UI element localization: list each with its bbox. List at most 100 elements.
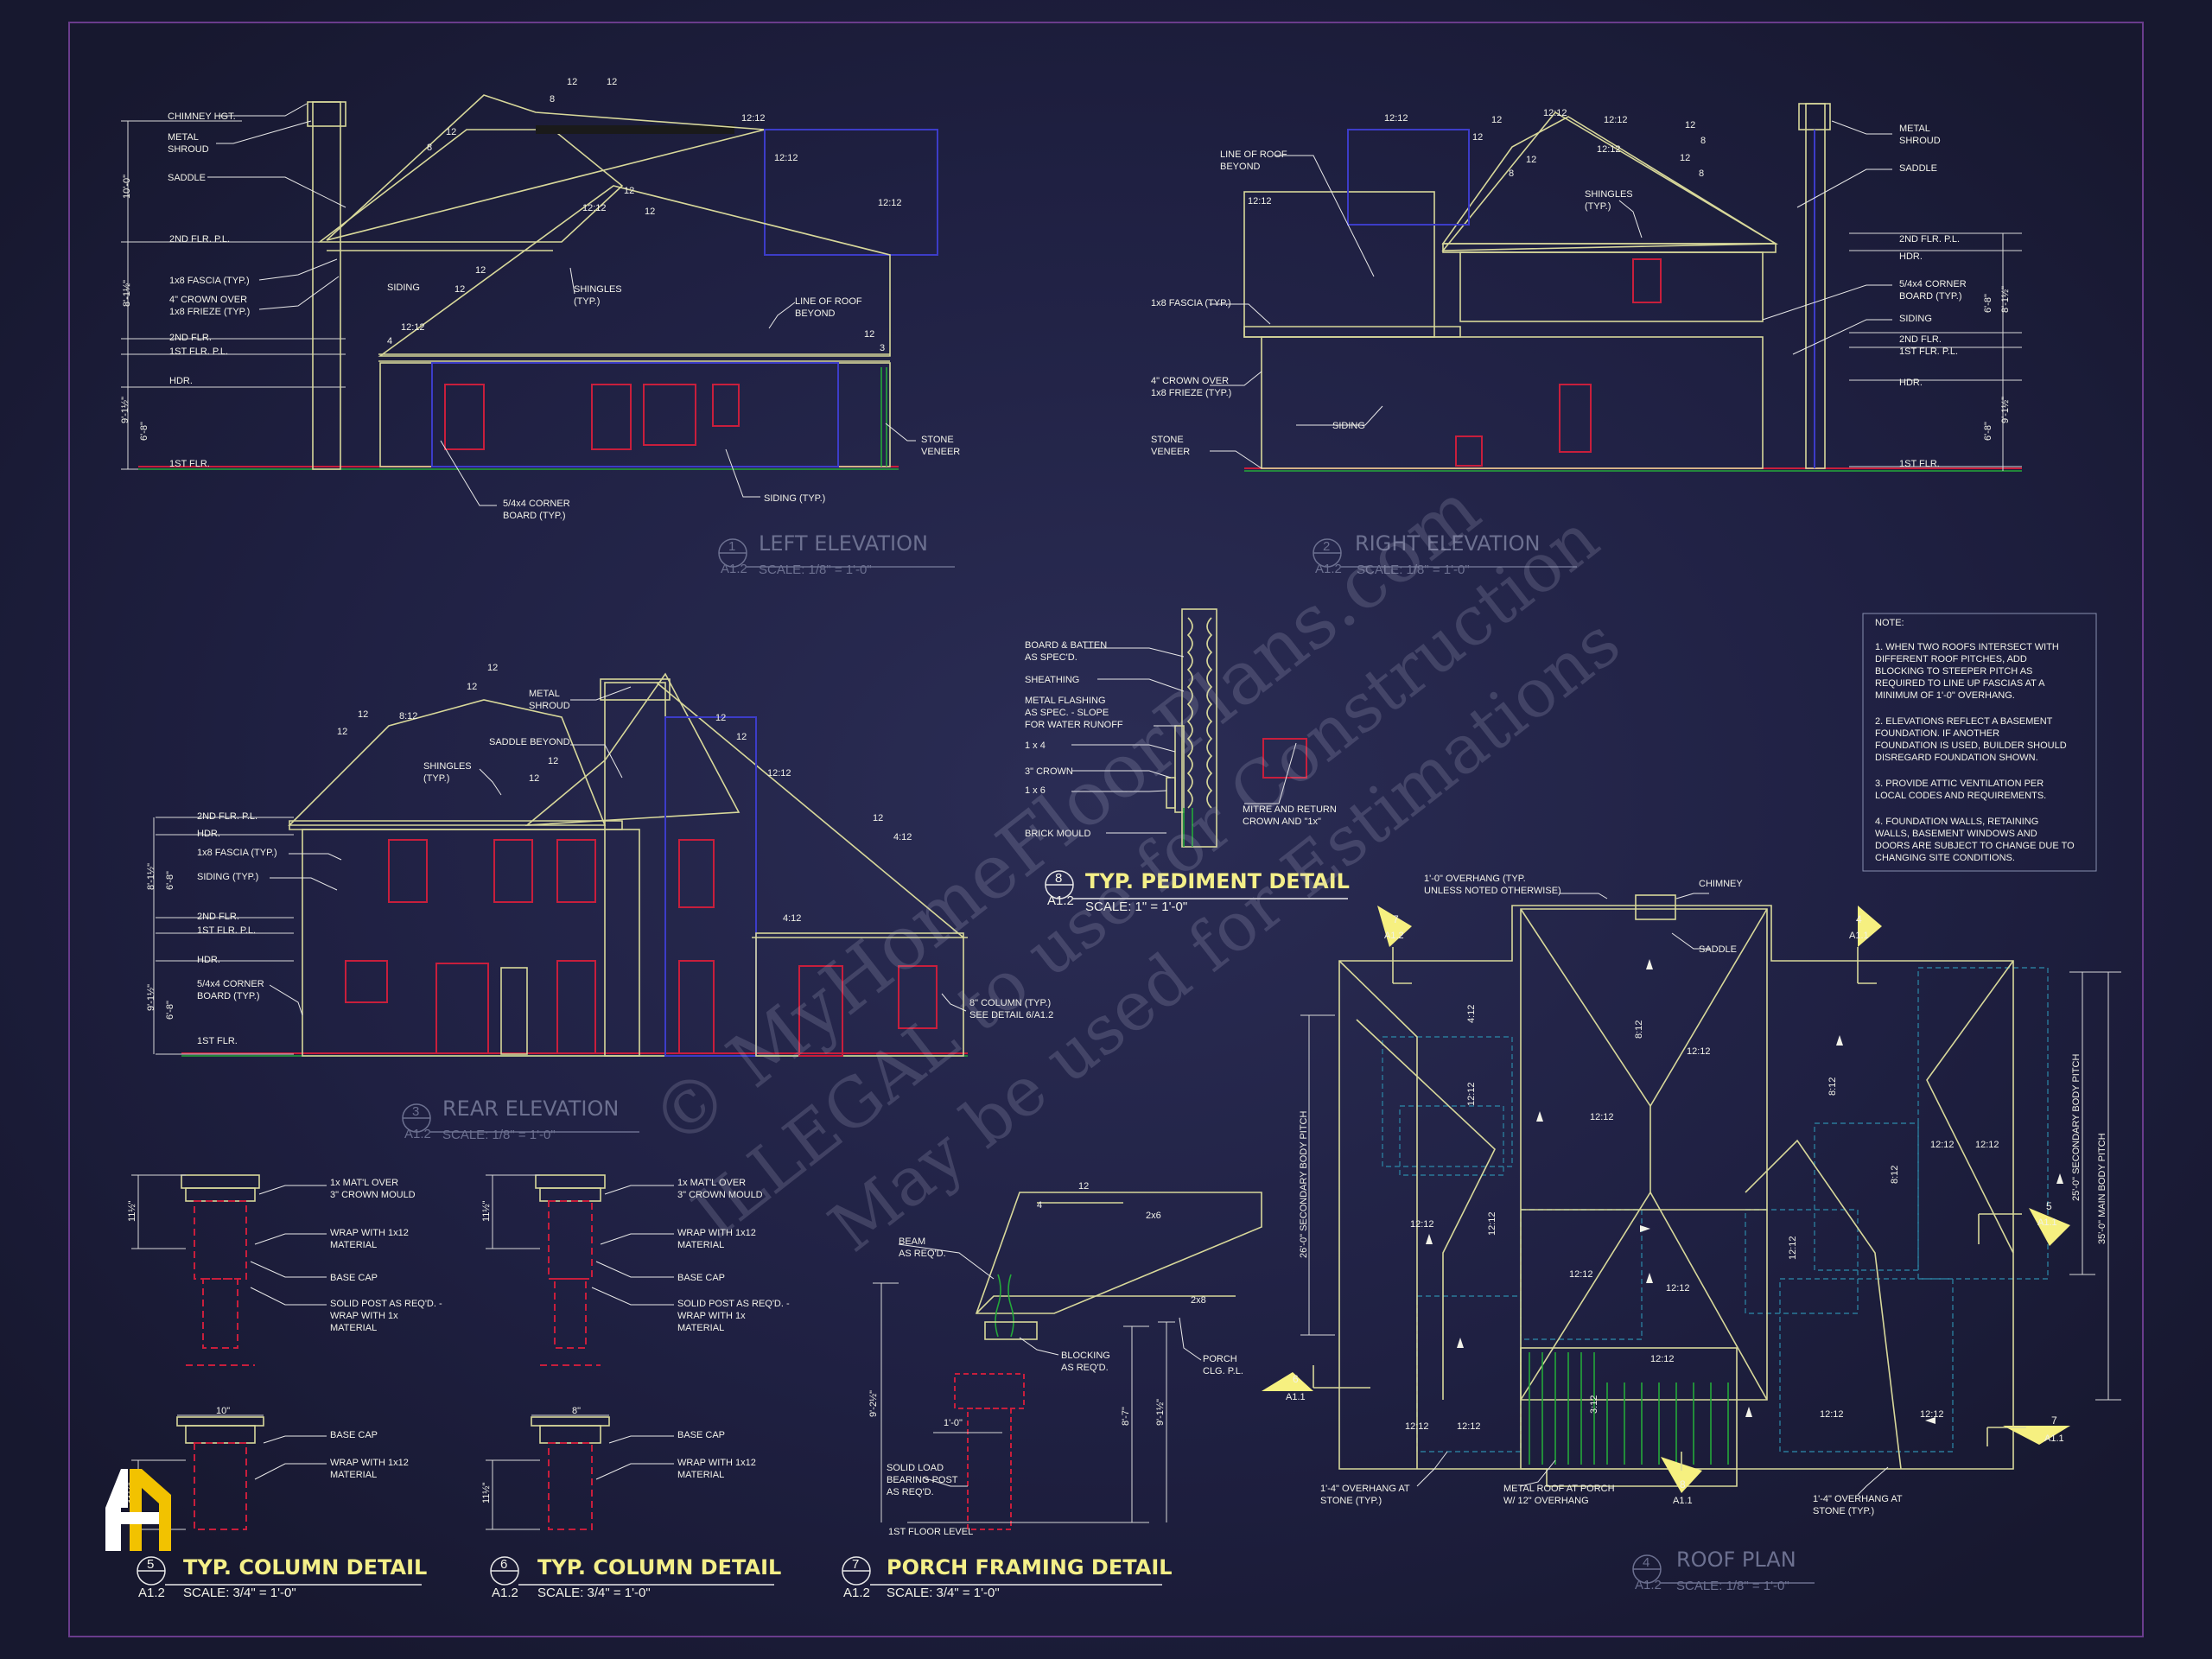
porch-sheet: A1.2 [843, 1586, 870, 1600]
column6-dim: 8" [572, 1406, 581, 1416]
left-corner-label-2: BOARD (TYP.) [503, 511, 566, 521]
porch-pitch-num: 4 [1037, 1200, 1042, 1211]
left-elevation: CHIMNEY HGT. METAL SHROUD SADDLE 2ND FLR… [120, 77, 960, 577]
roof-marker-num: 8 [1680, 1478, 1686, 1491]
left-siding-label: SIDING [387, 283, 420, 293]
left-dim: 6'-8" [139, 422, 149, 441]
porch-post-label-3: AS REQ'D. [887, 1487, 934, 1497]
right-elevation-scale: SCALE: 1/8" = 1'-0" [1357, 563, 1470, 577]
notes-line: DIFFERENT ROOF PITCHES, ADD [1875, 654, 2027, 664]
pediment-scale: SCALE: 1" = 1'-0" [1085, 899, 1187, 914]
left-pitch: 12:12 [582, 203, 607, 213]
rear-1st-flr-pl: 1ST FLR. P.L. [197, 925, 256, 936]
rear-2nd-flr: 2ND FLR. [197, 912, 239, 922]
column6-dim: 11½" [481, 1482, 492, 1503]
right-corner-label: 5/4x4 CORNER [1899, 279, 1967, 289]
right-shroud-label-2: SHROUD [1899, 136, 1941, 146]
notes-line: BLOCKING TO STEEPER PITCH AS [1875, 666, 2032, 677]
right-shingles-label-2: (TYP.) [1585, 201, 1611, 212]
column5-label: MATERIAL [330, 1323, 377, 1333]
right-corner-label-2: BOARD (TYP.) [1899, 291, 1962, 302]
right-line-of-roof-2: BEYOND [1220, 162, 1261, 172]
roof-pitch: 12:12 [1405, 1421, 1429, 1432]
roof-marker-num: 7 [2051, 1414, 2057, 1427]
right-saddle-label: SADDLE [1899, 163, 1937, 174]
rear-pitch: 12 [337, 727, 347, 737]
right-stone-label: STONE [1151, 435, 1184, 445]
left-dim: 8'-1½" [122, 280, 132, 307]
roof-marker-sheet: A1.1 [2044, 1433, 2064, 1444]
right-hdr: HDR. [1899, 251, 1923, 262]
pediment-label: MITRE AND RETURN [1243, 804, 1337, 815]
column5-label: BASE CAP [330, 1430, 378, 1440]
column6-label: MATERIAL [677, 1323, 724, 1333]
right-line-of-roof: LINE OF ROOF [1220, 149, 1287, 160]
column5-dim: 11½" [127, 1200, 137, 1222]
pediment-title: TYP. PEDIMENT DETAIL [1085, 869, 1350, 893]
left-pitch: 12 [475, 265, 486, 276]
roof-pitch: 12:12 [1687, 1046, 1711, 1057]
left-pitch: 12 [864, 329, 874, 340]
pediment-num: 8 [1055, 871, 1062, 886]
roof-plan-num: 4 [1643, 1555, 1649, 1570]
column5-scale: SCALE: 3/4" = 1'-0" [183, 1586, 296, 1600]
column6-label: MATERIAL [677, 1470, 724, 1480]
rear-pitch: 12 [873, 813, 883, 823]
left-dim: 9'-1½" [120, 397, 130, 423]
right-pitch: 12 [1680, 153, 1690, 163]
porch-post-label: SOLID LOAD [887, 1463, 944, 1473]
roof-marker-num: 4 [1856, 913, 1862, 925]
left-fascia-label: 1x8 FASCIA (TYP.) [169, 276, 250, 286]
left-shroud-label-2: SHROUD [168, 144, 209, 155]
rear-pitch: 12 [736, 732, 747, 742]
right-elevation-title: RIGHT ELEVATION [1355, 531, 1540, 556]
notes-line: REQUIRED TO LINE UP FASCIAS AT A [1875, 678, 2045, 689]
column5-label: SOLID POST AS REQ'D. - [330, 1299, 442, 1309]
roof-stone-label: 1'-4" OVERHANG AT [1320, 1484, 1410, 1494]
column6-scale: SCALE: 3/4" = 1'-0" [537, 1586, 651, 1600]
porch-2x8: 2x8 [1191, 1295, 1206, 1306]
roof-pitch: 4:12 [1466, 1005, 1477, 1023]
left-shingles-label-2: (TYP.) [574, 296, 600, 307]
column6-label: BASE CAP [677, 1430, 725, 1440]
rear-fascia-label: 1x8 FASCIA (TYP.) [197, 848, 277, 858]
porch-blocking-label-2: AS REQ'D. [1061, 1363, 1109, 1373]
left-crown-label-2: 1x8 FRIEZE (TYP.) [169, 307, 250, 317]
rear-elevation-scale: SCALE: 1/8" = 1'-0" [442, 1128, 556, 1142]
roof-metal-label-2: W/ 12" OVERHANG [1503, 1496, 1589, 1506]
left-siding-typ: SIDING (TYP.) [764, 493, 825, 504]
porch-dim: 8'-7" [1121, 1407, 1131, 1426]
left-shroud-label: METAL [168, 132, 199, 143]
rear-shingles-label-2: (TYP.) [423, 773, 449, 784]
porch-title: PORCH FRAMING DETAIL [887, 1555, 1173, 1580]
roof-overhang-label-2: UNLESS NOTED OTHERWISE) [1424, 886, 1561, 896]
roof-pitch: 12:12 [1788, 1236, 1798, 1260]
rear-siding-label: SIDING (TYP.) [197, 872, 258, 882]
column6-label: WRAP WITH 1x [677, 1311, 746, 1321]
pediment-detail: BOARD & BATTEN AS SPEC'D. SHEATHING META… [1025, 608, 1350, 914]
right-pitch: 8 [1699, 168, 1704, 179]
notes-line: 2. ELEVATIONS REFLECT A BASEMENT [1875, 716, 2053, 727]
right-pitch: 12 [1491, 115, 1502, 125]
rear-pitch: 12 [358, 709, 368, 720]
right-pitch: 12:12 [1248, 196, 1272, 207]
left-pitch: 12:12 [774, 153, 798, 163]
roof-dim-right-1: 25'-0" SECONDARY BODY PITCH [2071, 1053, 2082, 1201]
column6-label: MATERIAL [677, 1240, 724, 1250]
rear-pitch: 8:12 [399, 711, 417, 721]
porch-scale: SCALE: 3/4" = 1'-0" [887, 1586, 1000, 1600]
right-elevation: LINE OF ROOF BEYOND 1x8 FASCIA (TYP.) 4"… [1151, 103, 2022, 577]
notes-line: CHANGING SITE CONDITIONS. [1875, 853, 2015, 863]
right-pitch: 12:12 [1543, 108, 1567, 118]
column5-sheet: A1.2 [138, 1586, 165, 1600]
roof-pitch: 12:12 [1666, 1283, 1690, 1294]
porch-dim: 9'-2½" [868, 1390, 879, 1417]
pediment-label: BRICK MOULD [1025, 829, 1090, 839]
pediment-sheet: A1.2 [1047, 893, 1074, 908]
rear-dim: 8'-1½" [146, 863, 156, 890]
rear-elevation-title: REAR ELEVATION [442, 1096, 619, 1121]
column5-title: TYP. COLUMN DETAIL [183, 1555, 427, 1580]
left-pitch: 4 [387, 336, 392, 346]
porch-2x6: 2x6 [1146, 1211, 1161, 1221]
porch-num: 7 [852, 1557, 859, 1572]
